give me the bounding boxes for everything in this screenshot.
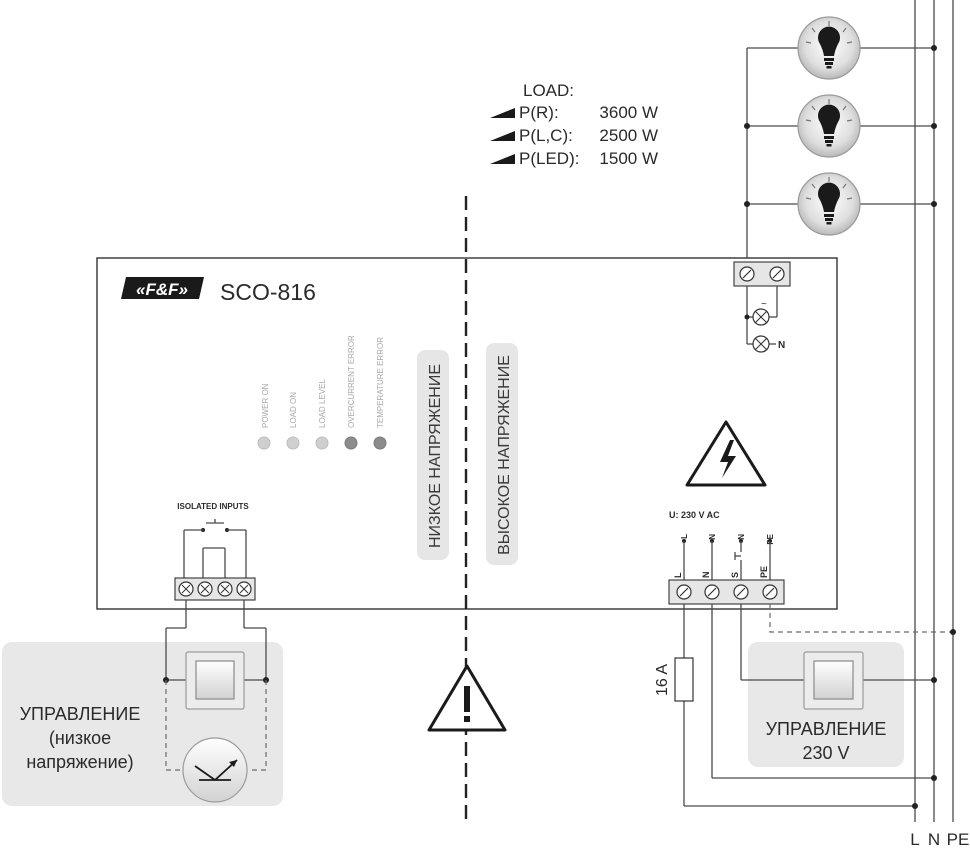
load-r-value: 3600 W: [599, 103, 658, 122]
supply-top-n2: N: [737, 534, 746, 540]
output-n-label: N: [778, 340, 785, 351]
brand-logo: «F&F»: [121, 277, 204, 299]
low-control-line3: напряжение): [26, 752, 133, 772]
isolated-inputs-label: ISOLATED INPUTS: [177, 502, 249, 511]
low-voltage-wiring: [163, 600, 269, 771]
motion-sensor-icon: [182, 737, 248, 803]
load-lc-value: 2500 W: [599, 126, 658, 145]
isolated-inputs-schematic: [183, 519, 247, 578]
control-230-line2: 230 V: [802, 743, 849, 763]
led-temperature: [373, 436, 387, 450]
led-label-temperature: TEMPERATURE ERROR: [376, 337, 385, 428]
bus-label-n: N: [928, 830, 940, 849]
control-230-switch: [803, 651, 864, 710]
fuse: [674, 657, 694, 702]
high-voltage-warning-icon: [685, 420, 767, 487]
low-voltage-switch: [185, 651, 245, 710]
output-tilde: ~: [761, 299, 767, 310]
led-load-level: [315, 436, 329, 450]
output-internal-schematic: ~ N: [744, 286, 785, 353]
bulb-icon-1: [797, 16, 861, 80]
fuse-rating: 16 A: [654, 664, 671, 696]
ramp-icon: [490, 131, 515, 141]
warning-icon: [427, 664, 507, 732]
model-name: SCO-816: [220, 279, 316, 305]
isolated-inputs-terminal-block: [174, 577, 256, 601]
ramp-icon: [490, 108, 515, 118]
supply-terminal-block: [668, 579, 785, 605]
load-specs: LOAD: P(R): 3600 W P(L,C): 2500 W P(LED)…: [490, 81, 658, 168]
supply-bottom-pe: PE: [759, 566, 769, 578]
led-overcurrent: [344, 436, 358, 450]
low-control-line1: УПРАВЛЕНИЕ: [20, 704, 141, 724]
high-voltage-pill: [486, 343, 518, 565]
led-load-on: [286, 436, 300, 450]
low-control-line2: (низкое: [49, 728, 111, 748]
led-power: [257, 436, 271, 450]
supply-bottom-n: N: [701, 572, 711, 579]
load-header: LOAD:: [523, 81, 574, 100]
brand-text: «F&F»: [136, 280, 188, 299]
load-led-value: 1500 W: [599, 149, 658, 168]
supply-terminal-schematic: L N N PE L N S PE: [673, 533, 775, 580]
high-voltage-label: ВЫСОКОЕ НАПРЯЖЕНИЕ: [496, 355, 513, 555]
load-r-label: P(R):: [519, 103, 559, 122]
led-label-overcurrent: OVERCURRENT ERROR: [347, 335, 356, 428]
low-voltage-pill: [417, 350, 449, 560]
lamp-wiring: [744, 45, 937, 282]
supply-voltage-label: U: 230 V AC: [669, 510, 720, 520]
supply-top-pe: PE: [766, 533, 775, 544]
supply-top-n1: N: [708, 534, 717, 540]
bus-label-l: L: [910, 830, 919, 849]
bus-label-pe: PE: [947, 830, 970, 849]
bulb-icon-2: [797, 94, 861, 158]
low-voltage-label: НИЗКОЕ НАПРЯЖЕНИЕ: [427, 364, 444, 548]
bulb-icon-3: [797, 172, 861, 236]
load-led-label: P(LED):: [519, 149, 579, 168]
led-indicators: POWER ON LOAD ON LOAD LEVEL OVERCURRENT …: [257, 335, 387, 450]
supply-top-l: L: [680, 534, 689, 539]
bus-lines: [914, 0, 954, 822]
led-label-load-level: LOAD LEVEL: [318, 379, 327, 428]
supply-bottom-l: L: [673, 572, 683, 578]
led-label-load-on: LOAD ON: [289, 392, 298, 428]
control-230-line1: УПРАВЛЕНИЕ: [766, 719, 887, 739]
ramp-icon: [490, 154, 515, 164]
output-terminal-block: [733, 261, 791, 287]
load-lc-label: P(L,C):: [519, 126, 573, 145]
supply-bottom-s: S: [730, 572, 740, 578]
led-label-power: POWER ON: [261, 383, 270, 428]
supply-wiring: [683, 604, 956, 809]
